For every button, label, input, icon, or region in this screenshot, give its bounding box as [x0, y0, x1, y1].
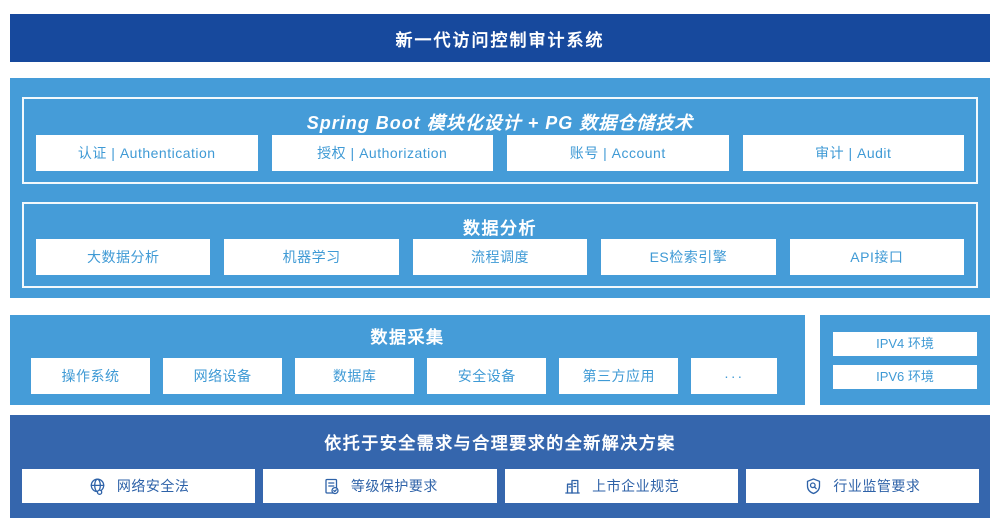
springboot-section: Spring Boot 模块化设计 + PG 数据仓储技术 认证 | Authe… [22, 97, 978, 184]
springboot-section-title: Spring Boot 模块化设计 + PG 数据仓储技术 [306, 113, 694, 133]
buildings-icon [563, 477, 582, 496]
solution-item-label: 网络安全法 [116, 478, 190, 494]
source-security-devices: 安全设备 [427, 358, 547, 394]
ip-environment-panel: IPV4 环境 IPV6 环境 [820, 315, 990, 405]
shield-search-icon [804, 477, 823, 496]
solution-section: 依托于安全需求与合理要求的全新解决方案 网络安全法 [10, 415, 990, 518]
solution-network-security-law: 网络安全法 [22, 469, 256, 503]
solution-industry-regulation: 行业监管要求 [745, 469, 979, 503]
solution-item-label: 等级保护要求 [350, 478, 438, 494]
data-source-row: 操作系统 网络设备 数据库 安全设备 第三方应用 ··· [10, 348, 805, 394]
module-account: 账号 | Account [507, 135, 729, 171]
module-authorization: 授权 | Authorization [271, 135, 493, 171]
document-check-icon [322, 477, 341, 496]
source-database: 数据库 [295, 358, 415, 394]
solution-title: 依托于安全需求与合理要求的全新解决方案 [324, 434, 676, 453]
module-workflow-scheduling: 流程调度 [412, 239, 588, 275]
source-operating-system: 操作系统 [31, 358, 151, 394]
data-collection-section: 数据采集 操作系统 网络设备 数据库 安全设备 第三方应用 ··· [10, 315, 805, 405]
module-bigdata-analysis: 大数据分析 [36, 239, 211, 275]
solution-item-label: 上市企业规范 [592, 478, 680, 494]
source-third-party-apps: 第三方应用 [559, 358, 679, 394]
module-api: API接口 [789, 239, 965, 275]
analysis-module-row: 大数据分析 机器学习 流程调度 ES检索引擎 API接口 [36, 239, 965, 275]
solution-row: 网络安全法 等级保护要求 [10, 454, 990, 503]
source-network-devices: 网络设备 [163, 358, 283, 394]
solution-classified-protection: 等级保护要求 [263, 469, 497, 503]
module-es-search-engine: ES检索引擎 [601, 239, 776, 275]
platform-layer: Spring Boot 模块化设计 + PG 数据仓储技术 认证 | Authe… [10, 78, 990, 298]
module-audit: 审计 | Audit [742, 135, 964, 171]
globe-icon [88, 477, 107, 496]
auth-module-row: 认证 | Authentication 授权 | Authorization 账… [36, 135, 964, 171]
page-title: 新一代访问控制审计系统 [395, 30, 605, 50]
module-authentication: 认证 | Authentication [36, 135, 258, 171]
ipv4-environment: IPV4 环境 [833, 331, 977, 356]
data-collection-title: 数据采集 [370, 328, 445, 347]
ipv6-environment: IPV6 环境 [833, 364, 977, 389]
system-title-banner: 新一代访问控制审计系统 [10, 14, 990, 62]
module-machine-learning: 机器学习 [224, 239, 399, 275]
solution-listed-company: 上市企业规范 [504, 469, 738, 503]
data-analysis-title: 数据分析 [463, 219, 537, 238]
data-analysis-section: 数据分析 大数据分析 机器学习 流程调度 ES检索引擎 API接口 [22, 202, 978, 288]
solution-item-label: 行业监管要求 [833, 478, 921, 494]
source-more-ellipsis: ··· [691, 358, 778, 394]
